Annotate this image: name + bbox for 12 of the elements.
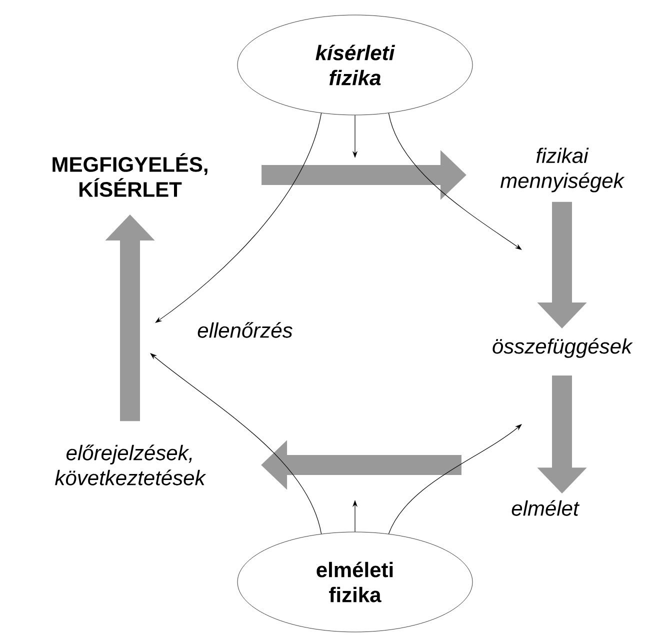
arrow [155,112,322,323]
node-text: összefüggések [492,338,633,358]
ellipse-node: elméleti fizika [237,532,473,632]
node-text: elmélet [512,500,580,516]
arrow [388,424,522,534]
node-text: előrejelzések, következtetések [55,444,206,486]
node-text: fizikai mennyiségek [500,148,625,192]
arrow [150,353,322,534]
ellipse-node: kísérleti fizika [237,14,473,116]
heading-text: MEGFIGYELÉS, KÍSÉRLET [52,153,208,197]
note-text: ellenőrzés [198,322,292,338]
arrow [388,112,522,250]
